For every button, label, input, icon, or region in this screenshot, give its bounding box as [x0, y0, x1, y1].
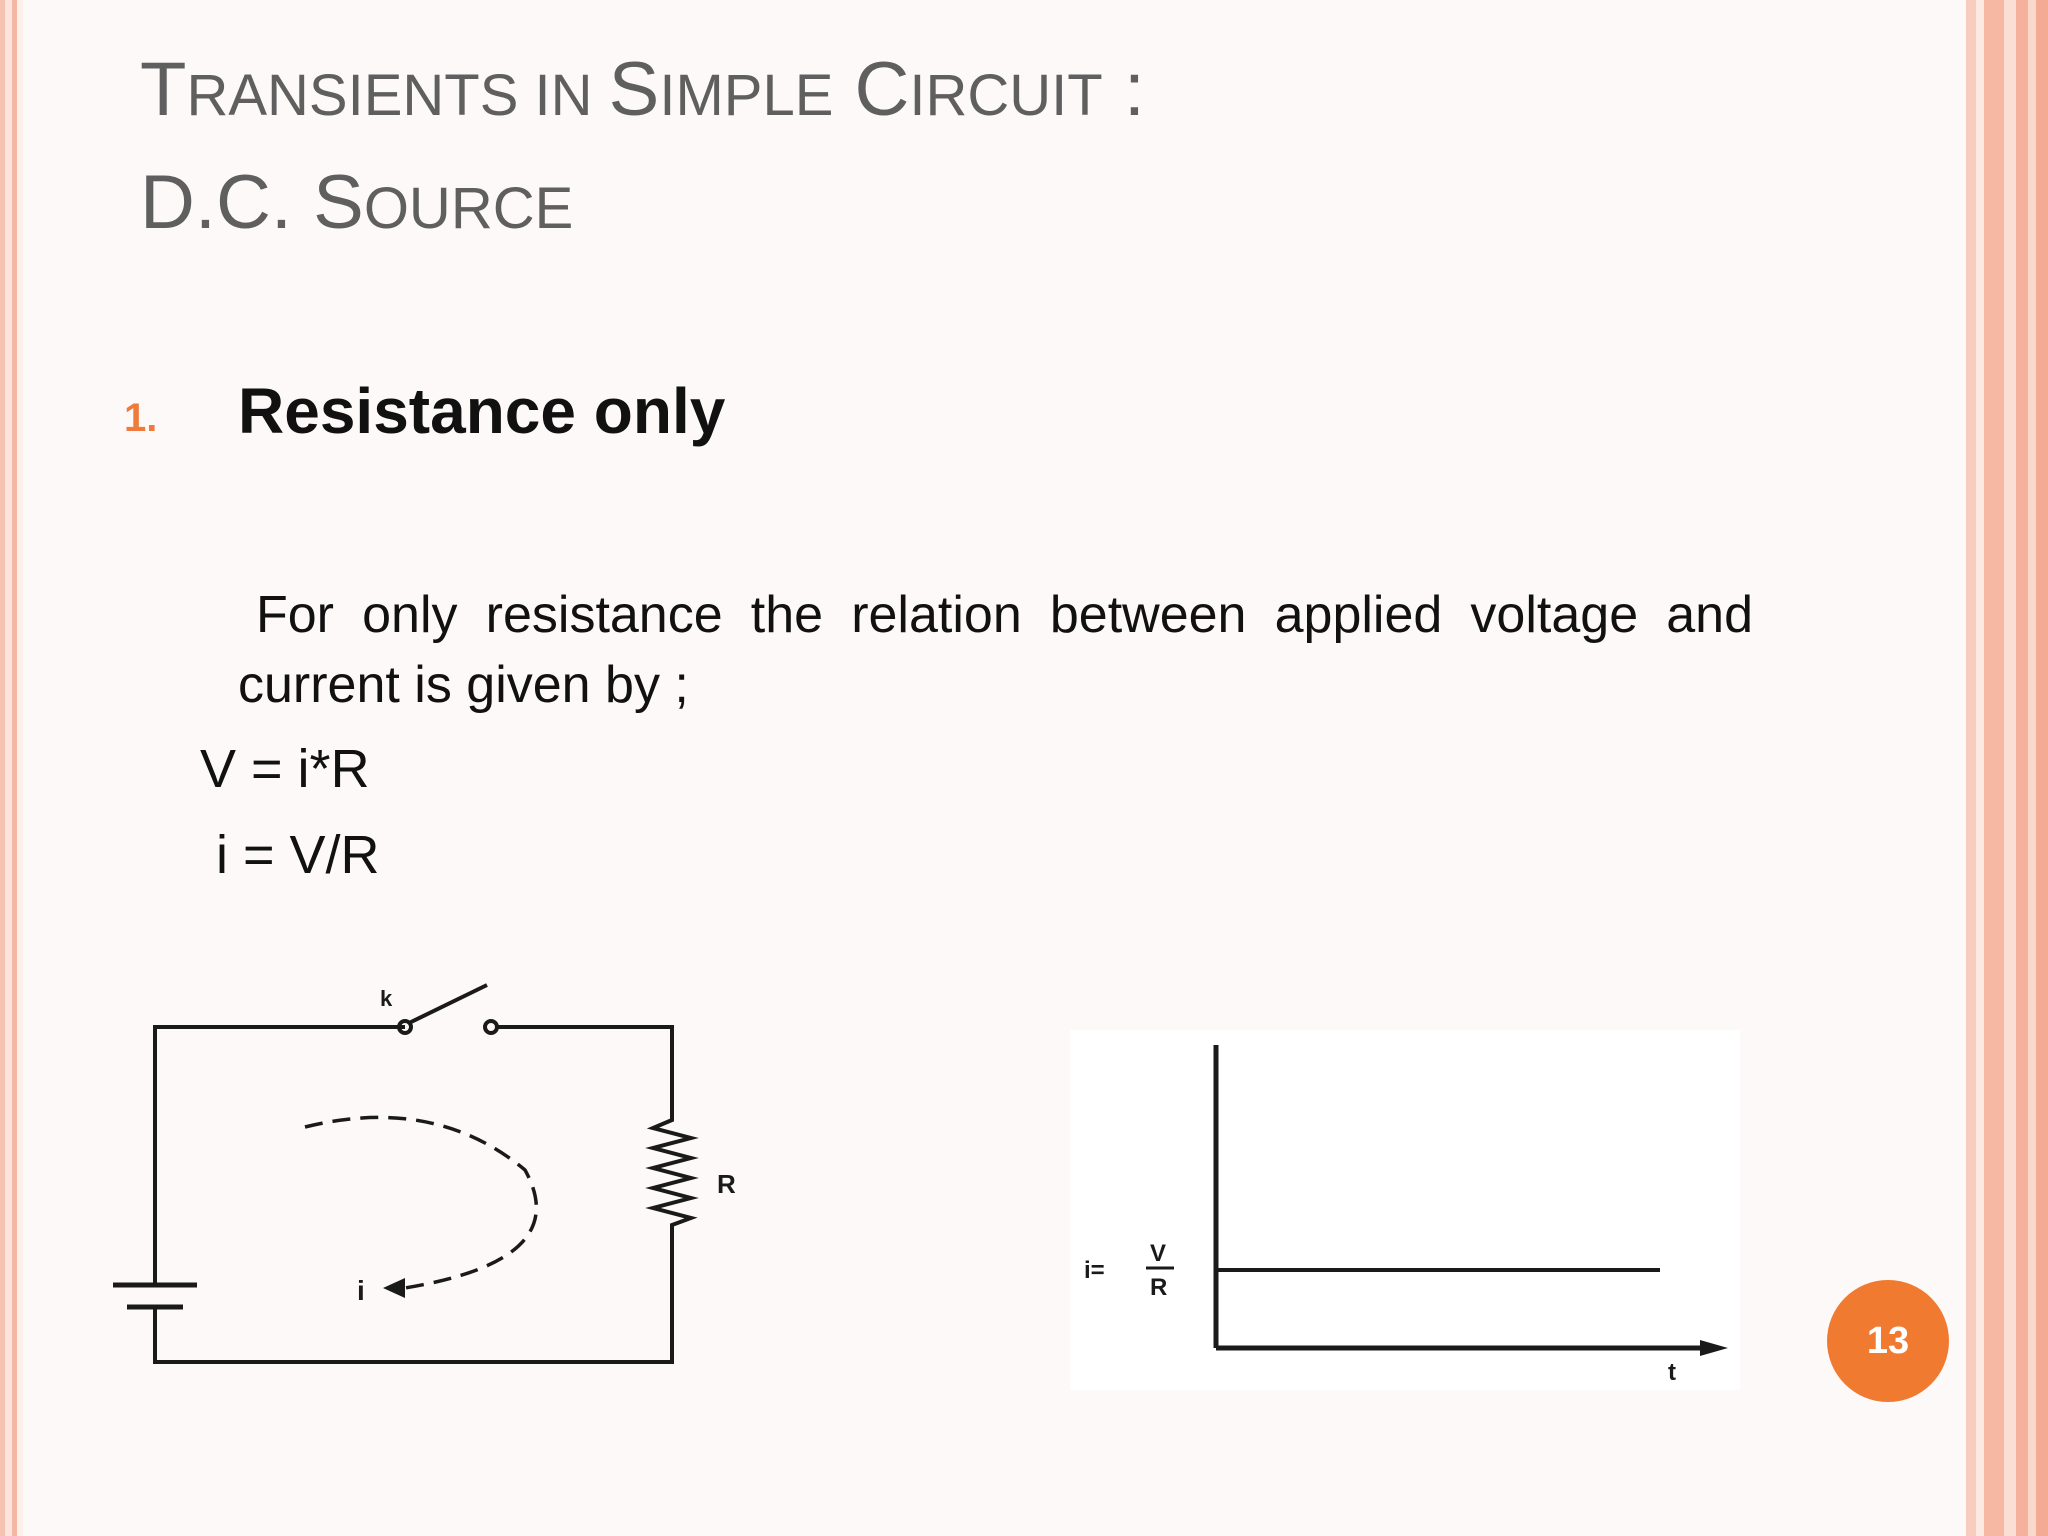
title-line-1: TRANSIENTS IN SIMPLE CIRCUIT : [140, 44, 1840, 157]
resistor-symbol [645, 1110, 699, 1235]
title-word-cap: T [140, 47, 187, 132]
current-arrowhead [383, 1278, 405, 1298]
wire-top-left [153, 1025, 405, 1285]
title-word-rest: IRCUIT [909, 63, 1103, 128]
switch-contact-right [483, 1019, 499, 1035]
switch-blade [408, 983, 488, 1025]
list-heading: Resistance only [238, 375, 726, 447]
slide-title: TRANSIENTS IN SIMPLE CIRCUIT : D.C. SOUR… [140, 44, 1840, 270]
resistor-label: R [717, 1169, 736, 1199]
graph-y-label-numerator: V [1150, 1240, 1166, 1267]
slide-border-right [1966, 0, 2048, 1536]
current-label: i [357, 1275, 365, 1306]
equation-ohms-law: V = i*R [200, 739, 370, 799]
graph-x-label: t [1668, 1359, 1676, 1386]
graph-y-label-prefix: i= [1084, 1257, 1105, 1284]
current-direction-arrow [304, 1115, 538, 1290]
x-axis-arrowhead [1700, 1340, 1728, 1356]
equation-current: i = V/R [216, 825, 380, 885]
switch-contact-left [397, 1019, 413, 1035]
title-word-rest: IMPLE [659, 63, 834, 128]
body-paragraph: For only resistance the relation between… [238, 586, 1753, 714]
title-word-rest: OURCE [363, 176, 574, 241]
title-word-rest: IN [518, 63, 609, 128]
page-number-badge: 13 [1827, 1280, 1949, 1402]
page-number: 13 [1866, 1319, 1910, 1362]
wire-bottom [153, 1235, 674, 1364]
title-word-cap: D.C. S [140, 160, 364, 245]
slide-border-left [0, 0, 23, 1536]
title-word-rest: RANSIENTS [186, 63, 519, 128]
title-word-cap: S [608, 47, 660, 132]
title-line-2: D.C. SOURCE [140, 157, 1840, 270]
title-word-cap: : [1102, 47, 1145, 132]
circuit-diagram: k R i [113, 983, 736, 1364]
list-number: 1. [124, 396, 158, 440]
wire-top-right [497, 1025, 674, 1110]
switch-label: k [380, 986, 393, 1011]
graph-y-label-denominator: R [1150, 1274, 1167, 1301]
current-time-graph: i= V R t [1070, 1030, 1740, 1390]
title-word-cap: C [833, 47, 910, 132]
